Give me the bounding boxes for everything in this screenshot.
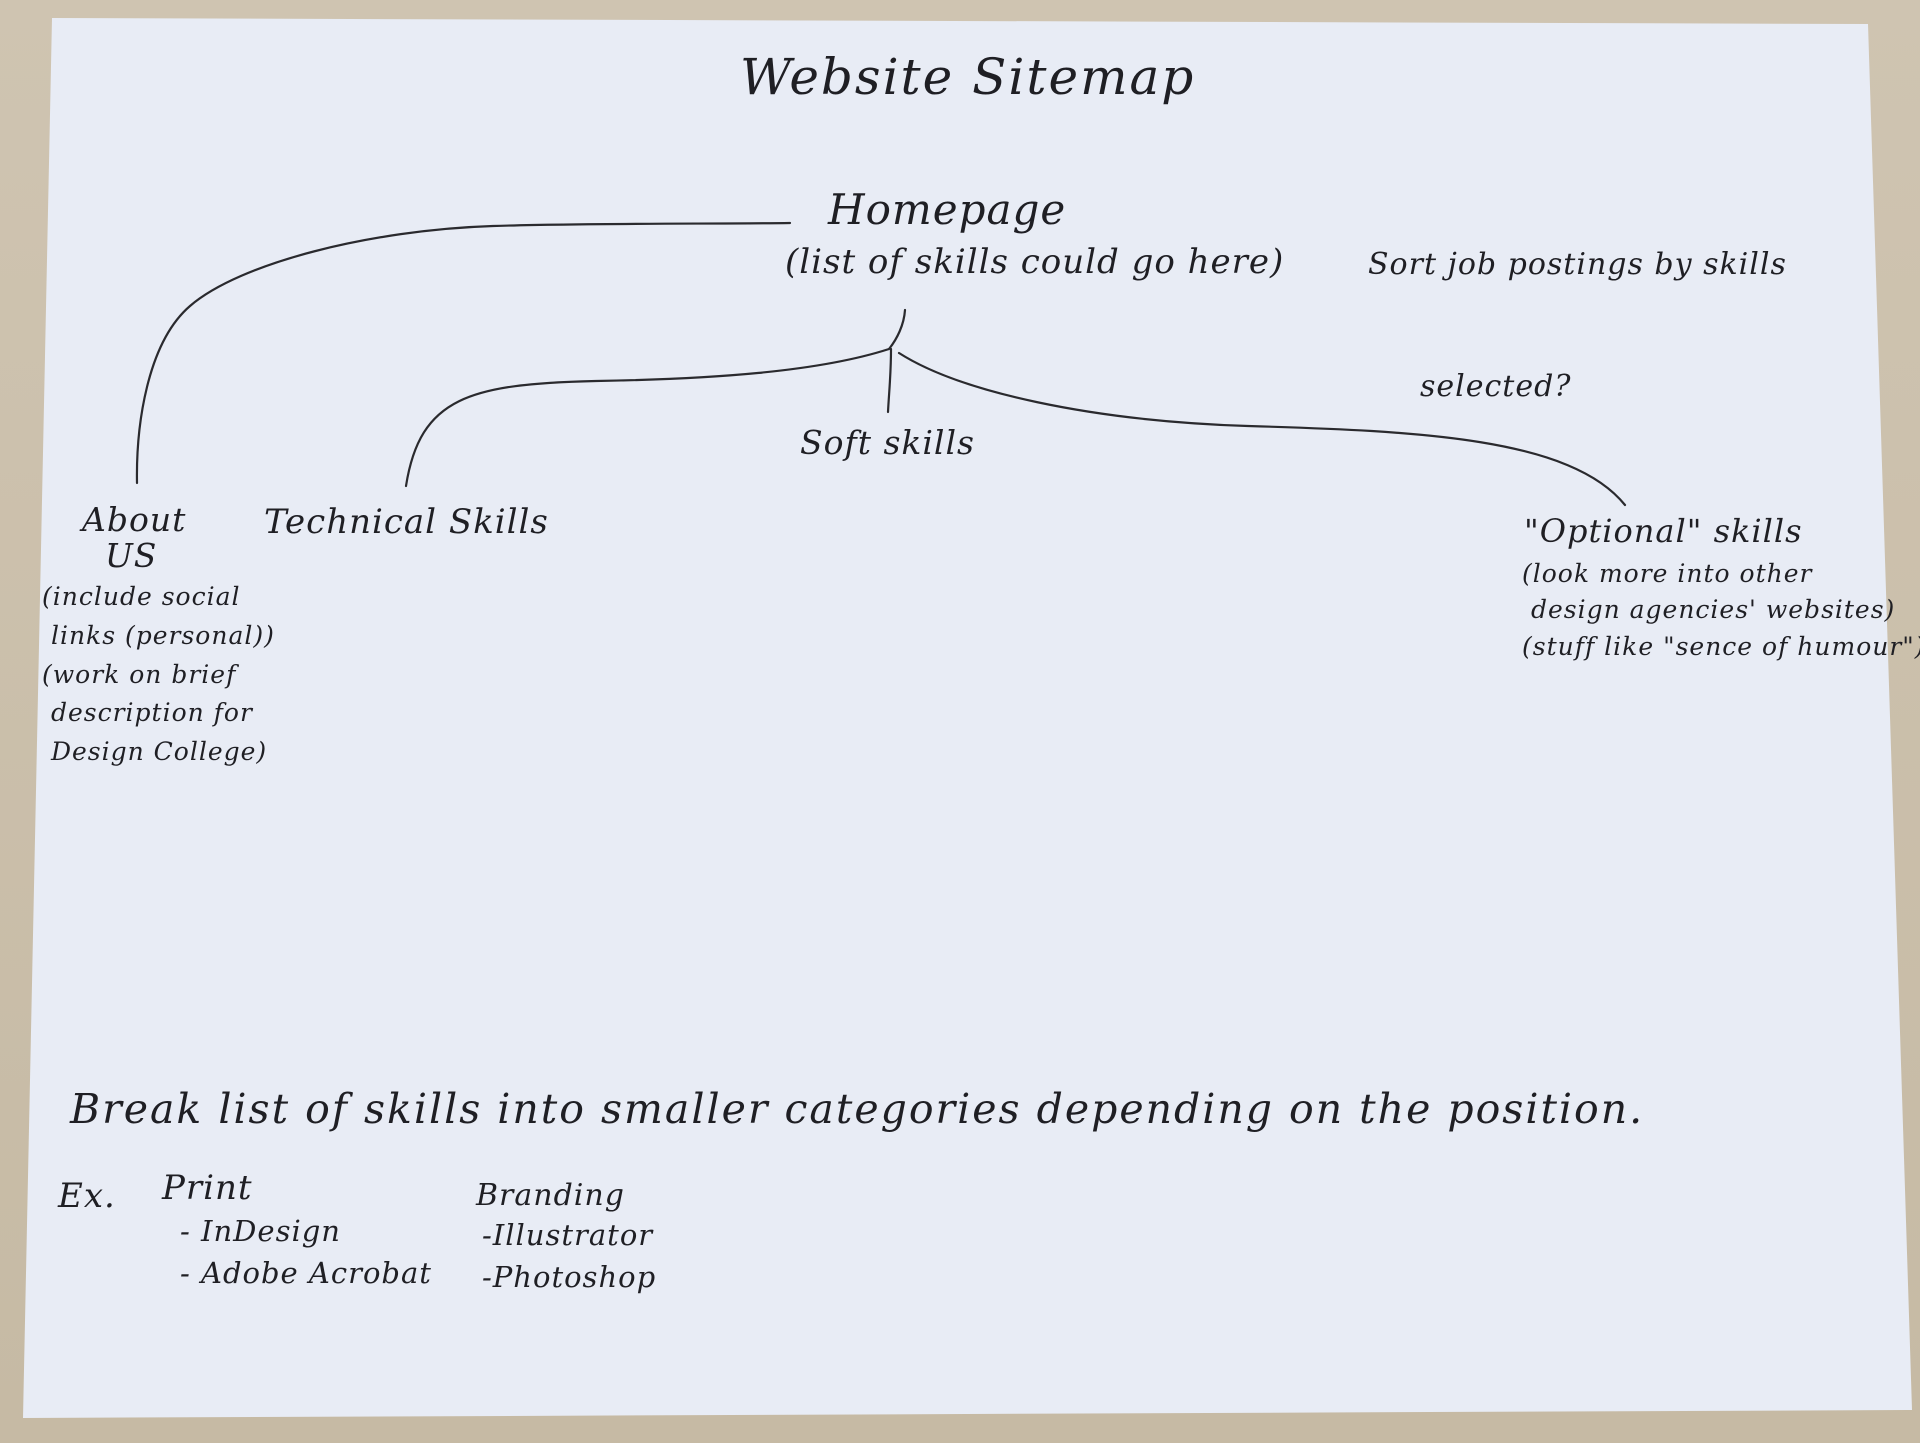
about-us-node-label: About US [82, 500, 187, 575]
paper-sheet [23, 18, 1912, 1418]
homepage-to-optional-connector [897, 351, 1627, 507]
technical-skills-node-label: Technical Skills [264, 502, 549, 542]
print-category-items: - InDesign - Adobe Acrobat [180, 1214, 432, 1291]
branding-category-title: Branding [476, 1178, 625, 1213]
sort-note-line: Sort job postings by skills [1368, 247, 1787, 282]
sort-note-line: selected? [1420, 368, 1572, 404]
homepage-node-label: Homepage [828, 185, 1067, 234]
soft-skills-node-label: Soft skills [800, 423, 975, 462]
diagram-title: Website Sitemap [740, 48, 1196, 106]
optional-skills-node-note: (look more into other design agencies' w… [1522, 559, 1920, 661]
print-category-title: Print [162, 1168, 253, 1208]
homepage-node-note: (list of skills could go here) [785, 242, 1285, 282]
branding-category-items: -Illustrator -Photoshop [482, 1218, 657, 1295]
homepage-to-technical-connector [404, 347, 891, 488]
sort-job-postings-note: Sort job postings by skills selected? [1368, 164, 1787, 448]
about-us-node-note: (include social links (personal)) (work … [42, 582, 275, 766]
break-list-note: Break list of skills into smaller catego… [70, 1085, 1645, 1133]
homepage-stem-connector [887, 308, 907, 351]
optional-skills-node-label: "Optional" skills [1524, 512, 1803, 550]
homepage-to-about-connector [135, 221, 792, 485]
example-label: Ex. [58, 1176, 116, 1216]
homepage-to-soft-connector [886, 347, 893, 414]
